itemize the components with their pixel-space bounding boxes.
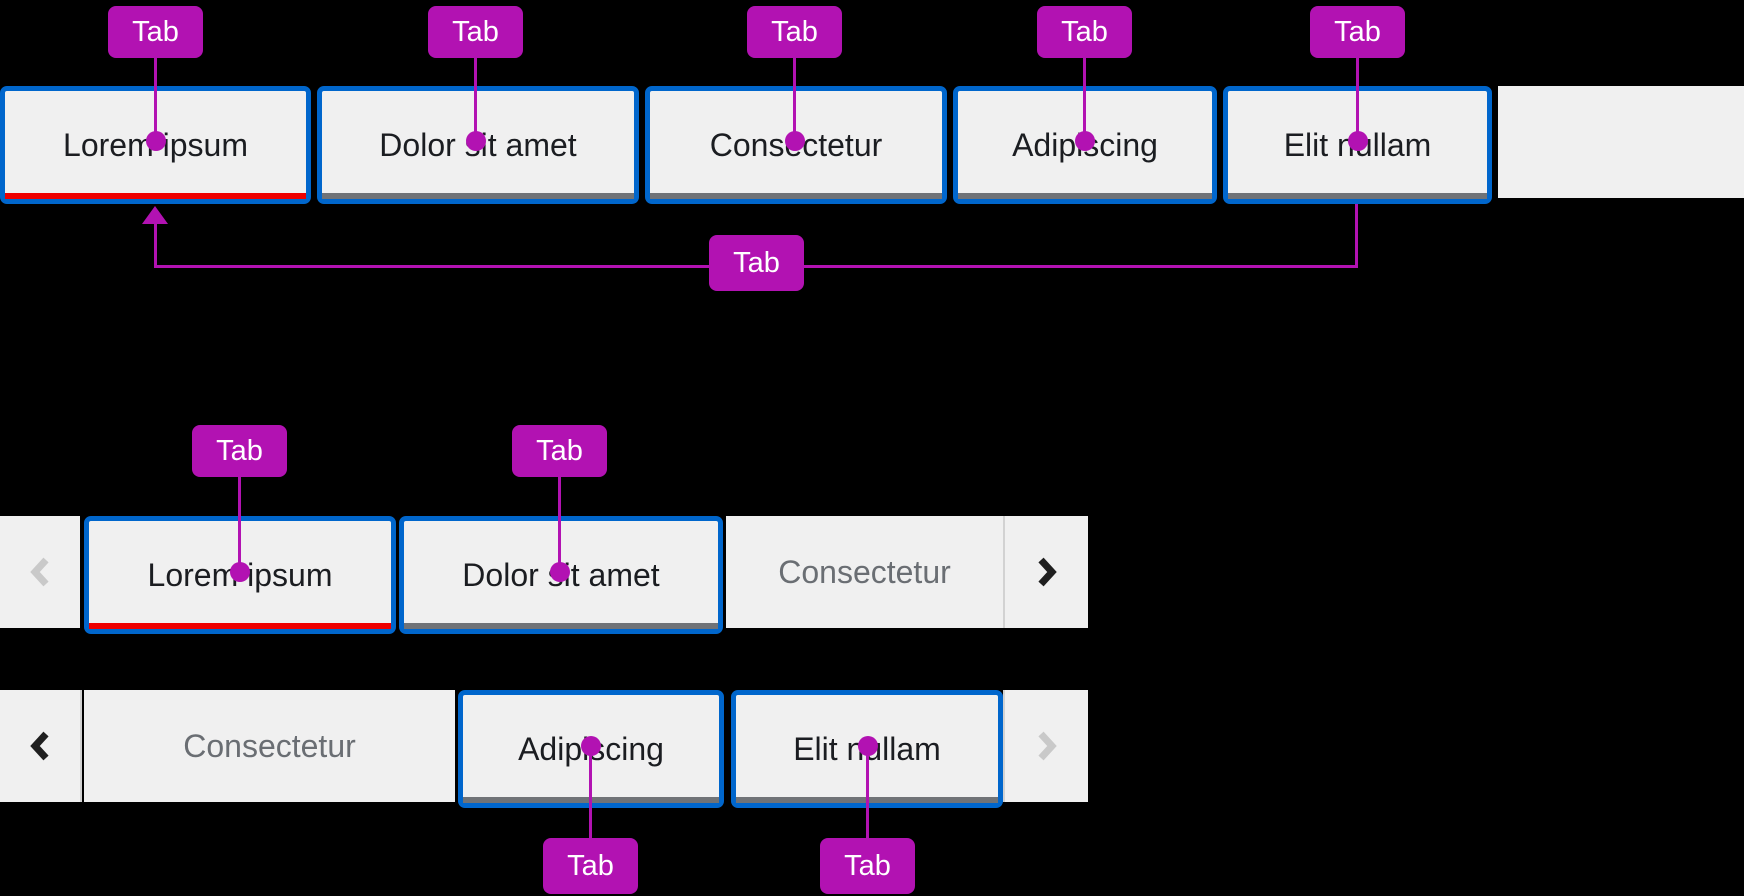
tab-bar-overflow-end: Consectetur Adipiscing Elit nullam — [0, 690, 1088, 808]
annotation-dot — [230, 562, 250, 582]
tab-bar-overflow-start: Lorem ipsum Dolor sit amet Consectetur — [0, 516, 1088, 634]
annotation-bracket-left — [154, 222, 157, 268]
annotation-leader-line — [793, 58, 796, 134]
active-tab-underline — [89, 623, 391, 629]
angle-right-icon — [1037, 731, 1057, 761]
tab-label: Consectetur — [183, 727, 356, 764]
annotation-badge-tab: Tab — [747, 6, 842, 58]
annotation-badge-tab: Tab — [192, 425, 287, 477]
annotation-leader-line — [474, 58, 477, 134]
tab-underline — [322, 193, 634, 199]
tab-label: Consectetur — [778, 553, 951, 590]
annotation-bracket-right — [1355, 204, 1358, 268]
tab-consectetur-partial[interactable]: Consectetur — [84, 690, 455, 802]
annotation-dot — [466, 131, 486, 151]
annotation-badge-tab: Tab — [512, 425, 607, 477]
tab-bar-filler — [1498, 86, 1744, 198]
annotation-badge-tab: Tab — [1037, 6, 1132, 58]
annotation-dot — [550, 562, 570, 582]
scroll-left-button[interactable] — [0, 516, 80, 628]
scroll-right-button[interactable] — [1003, 516, 1088, 628]
tab-underline — [404, 623, 718, 629]
active-tab-underline — [5, 193, 306, 199]
tab-underline — [1228, 193, 1487, 199]
annotation-badge-tab: Tab — [709, 235, 804, 291]
scroll-right-button[interactable] — [1003, 690, 1088, 802]
annotation-leader-line — [866, 746, 869, 838]
annotation-leader-line — [1083, 58, 1086, 134]
annotation-badge-tab: Tab — [543, 838, 638, 894]
annotation-dot — [785, 131, 805, 151]
annotation-badge-tab: Tab — [428, 6, 523, 58]
annotation-arrow-up — [142, 206, 168, 224]
angle-right-icon — [1037, 557, 1057, 587]
annotation-leader-line — [238, 477, 241, 565]
annotation-leader-line — [154, 58, 157, 134]
annotation-badge-tab: Tab — [820, 838, 915, 894]
tab-underline — [650, 193, 942, 199]
angle-left-icon — [30, 731, 49, 761]
annotation-leader-line — [1356, 58, 1359, 134]
annotation-dot — [146, 131, 166, 151]
annotation-leader-line — [589, 746, 592, 838]
tab-consectetur-partial[interactable]: Consectetur — [726, 516, 1003, 628]
annotation-badge-tab: Tab — [108, 6, 203, 58]
annotation-leader-line — [558, 477, 561, 565]
angle-left-icon — [30, 557, 49, 587]
annotation-badge-tab: Tab — [1310, 6, 1405, 58]
tab-underline — [958, 193, 1212, 199]
tab-bar-full: Lorem ipsum Dolor sit amet Consectetur A… — [0, 86, 1744, 204]
annotation-dot — [1075, 131, 1095, 151]
scroll-left-button[interactable] — [0, 690, 82, 802]
annotation-dot — [1348, 131, 1368, 151]
